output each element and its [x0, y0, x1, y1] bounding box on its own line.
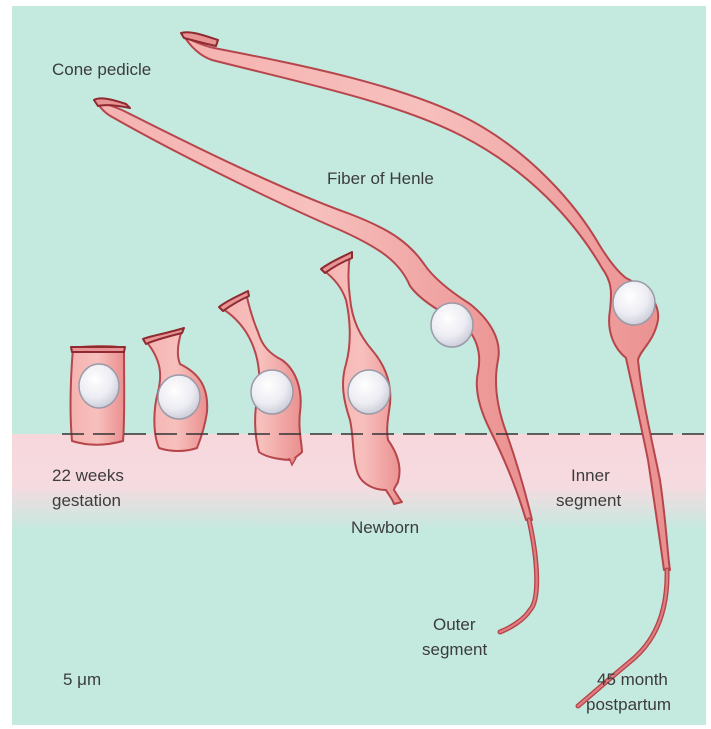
- label-newborn: Newborn: [351, 518, 419, 537]
- label-gestation: gestation: [52, 491, 121, 510]
- label-fiber-of-henle: Fiber of Henle: [327, 169, 434, 188]
- nucleus-stage-3: [251, 370, 293, 414]
- label-inner: Inner: [571, 466, 610, 485]
- label-segment-inner: segment: [556, 491, 621, 510]
- label-cone-pedicle: Cone pedicle: [52, 60, 151, 79]
- label-postpartum: postpartum: [586, 695, 671, 714]
- nucleus-45-month: [613, 281, 655, 325]
- nucleus-22-weeks: [79, 364, 119, 408]
- label-45-month: 45 month: [597, 670, 668, 689]
- cell-22-weeks: [71, 346, 125, 445]
- nucleus-stage-2: [158, 375, 200, 419]
- nucleus-fiber-stage: [431, 303, 473, 347]
- label-outer: Outer: [433, 615, 476, 634]
- nucleus-newborn: [348, 370, 390, 414]
- label-22-weeks: 22 weeks: [52, 466, 124, 485]
- label-scale: 5 μm: [63, 670, 101, 689]
- label-segment-outer: segment: [422, 640, 487, 659]
